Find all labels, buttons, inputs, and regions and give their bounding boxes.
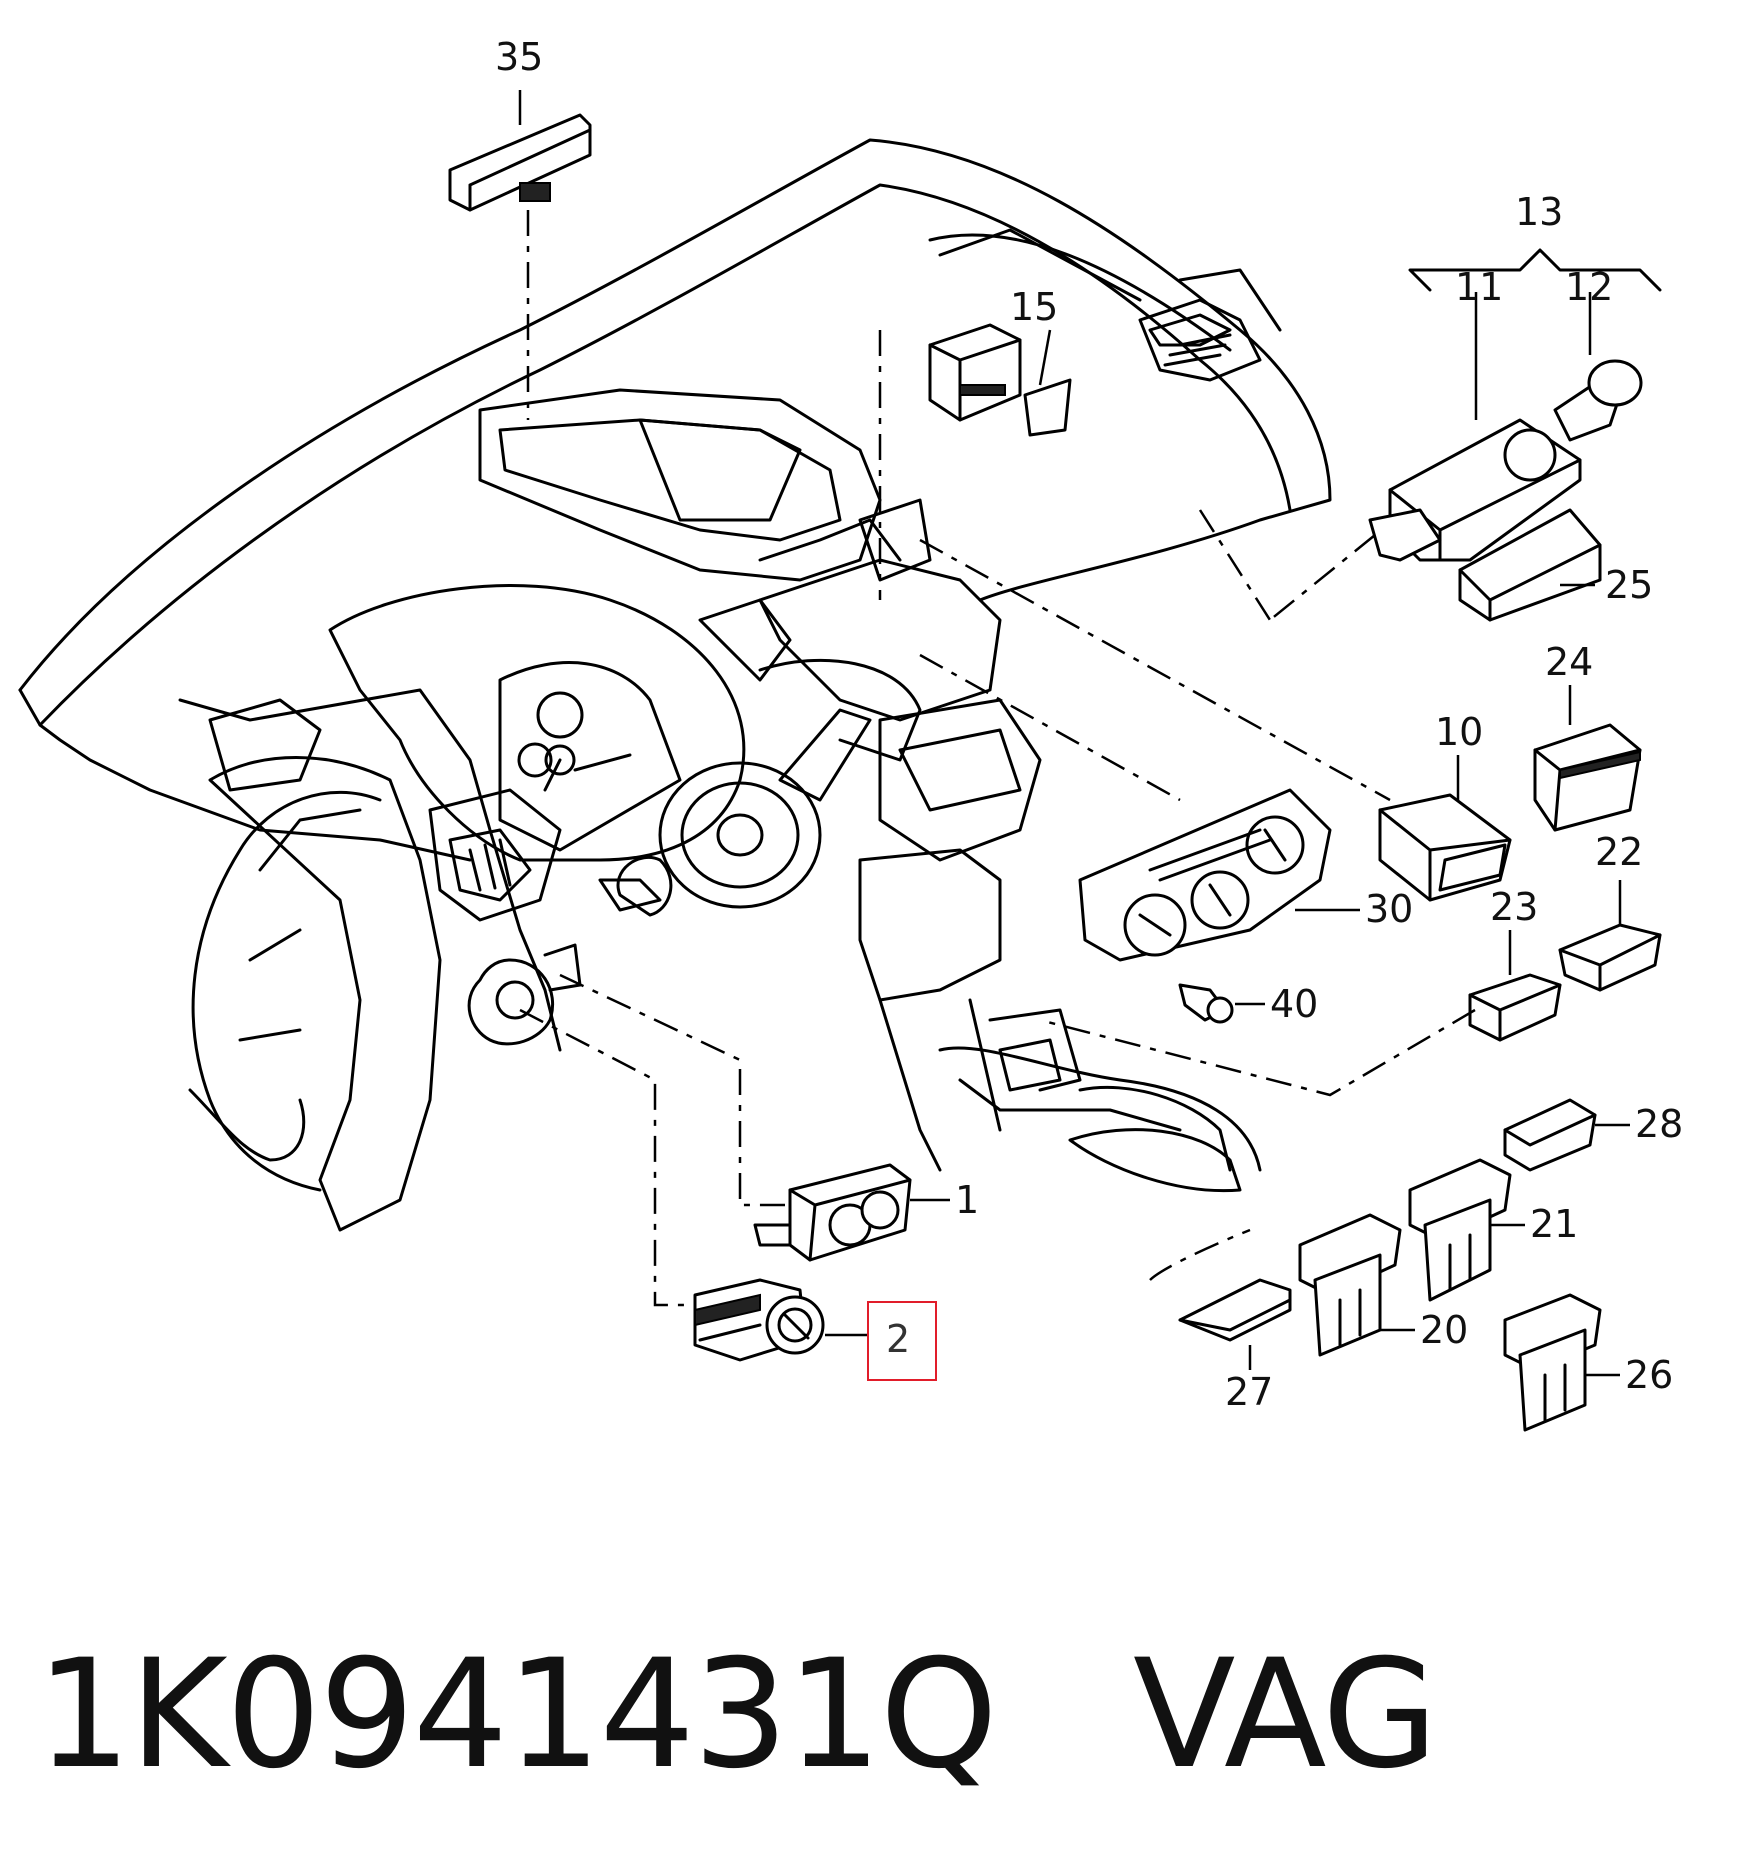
callout-30: 30 bbox=[1365, 887, 1413, 931]
highlighted-callout: 2 bbox=[867, 1301, 937, 1381]
part-23-switch bbox=[1468, 930, 1562, 1042]
callout-10: 10 bbox=[1435, 710, 1483, 754]
callout-11: 11 bbox=[1455, 265, 1503, 309]
callout-20: 20 bbox=[1420, 1308, 1468, 1352]
exploded-parts-diagram: 35 13 11 12 15 25 24 10 22 23 30 40 28 2… bbox=[18, 35, 1683, 1432]
caption: 1K0941431Q VAG bbox=[36, 1640, 1438, 1790]
part-1-light-switch-panel bbox=[753, 1163, 950, 1262]
callout-27: 27 bbox=[1225, 1370, 1273, 1414]
part-28-blank bbox=[1503, 1098, 1630, 1172]
callout-35: 35 bbox=[495, 35, 543, 79]
callout-40: 40 bbox=[1270, 982, 1318, 1026]
part-40-screw bbox=[1178, 983, 1265, 1024]
part-22-switch bbox=[1558, 880, 1662, 992]
callout-28: 28 bbox=[1635, 1102, 1683, 1146]
highlight-box bbox=[867, 1301, 937, 1381]
callout-23: 23 bbox=[1490, 885, 1538, 929]
part-15-switch bbox=[928, 323, 1072, 437]
part-24-switch bbox=[1533, 685, 1642, 832]
callout-26: 26 bbox=[1625, 1353, 1673, 1397]
callout-15: 15 bbox=[1010, 285, 1058, 329]
part-number: 1K0941431Q bbox=[36, 1628, 998, 1802]
part-21-switch bbox=[1408, 1158, 1525, 1302]
callout-2: 2 bbox=[886, 1317, 910, 1361]
callout-1: 1 bbox=[955, 1178, 979, 1222]
part-30-climate-control bbox=[1078, 788, 1360, 962]
callout-22: 22 bbox=[1595, 830, 1643, 874]
brand-name: VAG bbox=[1132, 1628, 1438, 1802]
part-25-blank bbox=[1458, 508, 1602, 622]
callout-12: 12 bbox=[1565, 265, 1613, 309]
callout-25: 25 bbox=[1605, 563, 1653, 607]
part-26-switch bbox=[1503, 1293, 1620, 1432]
callout-21: 21 bbox=[1530, 1202, 1578, 1246]
dashed-leader-lines bbox=[519, 210, 1476, 1307]
part-11-12-13-socket bbox=[1368, 248, 1662, 562]
part-20-switch bbox=[1298, 1213, 1415, 1357]
part-27-blank bbox=[1178, 1278, 1292, 1370]
callout-24: 24 bbox=[1545, 640, 1593, 684]
part-2-headlight-switch bbox=[693, 1278, 868, 1362]
callout-labels: 35 13 11 12 15 25 24 10 22 23 30 40 28 2… bbox=[495, 35, 1683, 1414]
part-35-cover bbox=[448, 90, 592, 212]
callout-13: 13 bbox=[1515, 190, 1563, 234]
part-10-switch bbox=[1378, 755, 1512, 902]
dashboard-outline bbox=[18, 138, 1332, 1232]
